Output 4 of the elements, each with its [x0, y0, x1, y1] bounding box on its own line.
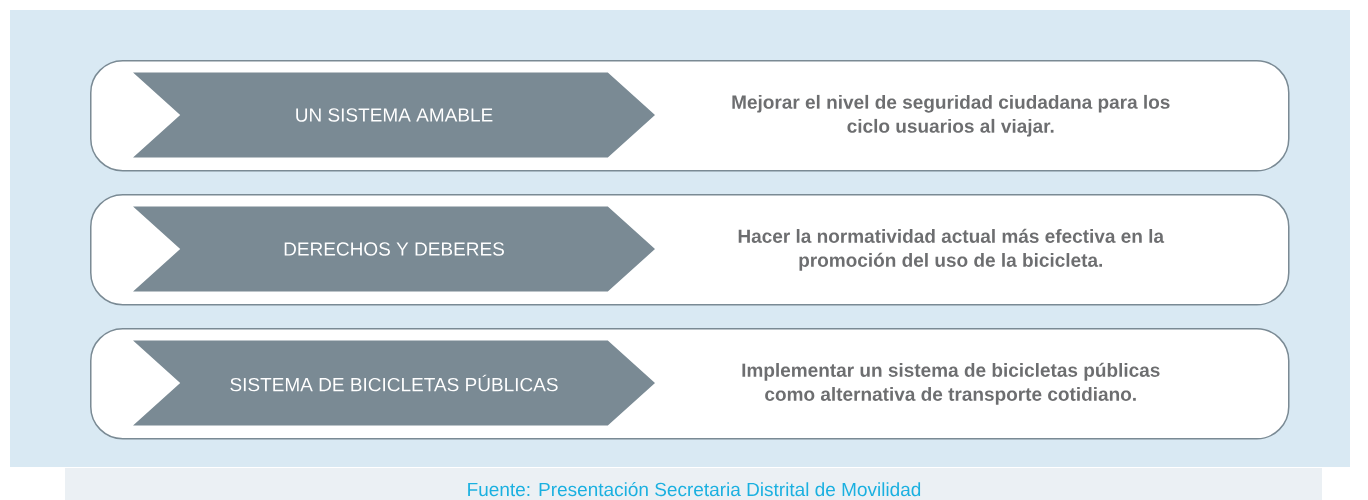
description-text: Implementar un sistema de bicicletas públicas como alternativa de transporte cotidiano.	[742, 362, 1160, 405]
description-text: Mejorar el nivel de seguridad ciudadana para los ciclo usuarios al viajar.	[732, 94, 1170, 137]
caption: Fuente: Presentación Secretaria Distrital de Movilidad	[65, 468, 1322, 500]
description-text: Hacer la normatividad actual más efectiva en la promoción del uso de la bicicleta.	[738, 228, 1165, 271]
